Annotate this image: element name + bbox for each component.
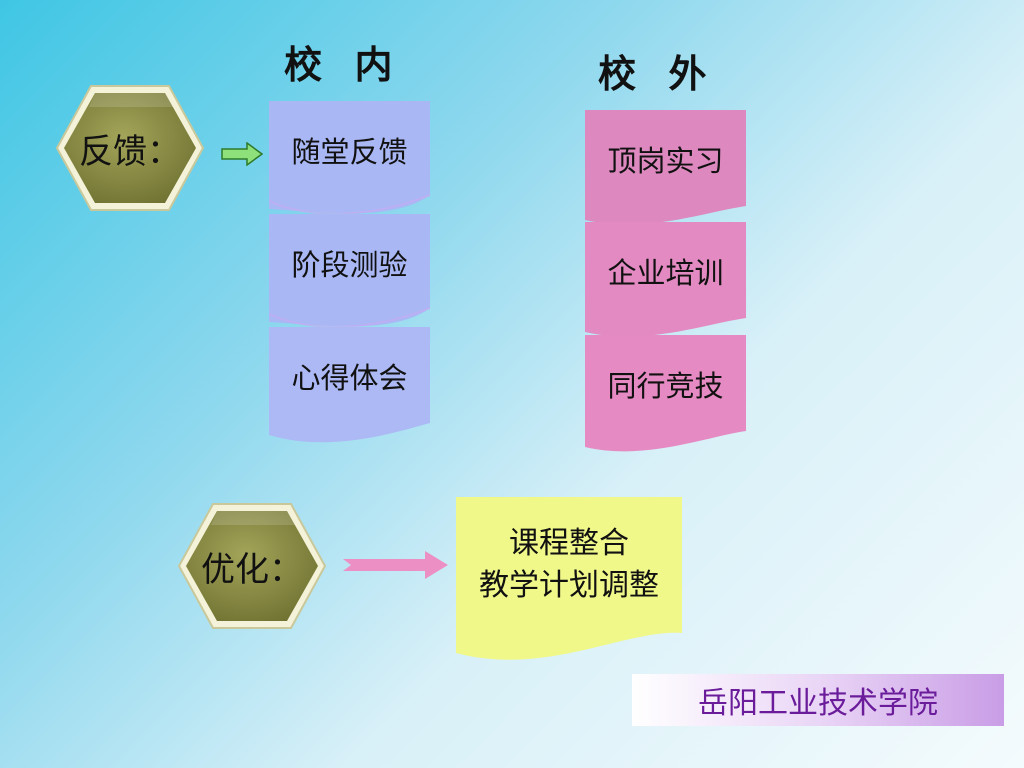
plan-line-1: 课程整合 xyxy=(509,526,629,561)
external-item-label: 企业培训 xyxy=(607,256,724,290)
heading-internal: 校 内 xyxy=(284,43,395,87)
external-item-label: 顶岗实习 xyxy=(607,144,724,178)
internal-item-label: 阶段测验 xyxy=(291,248,408,282)
heading-external: 校 外 xyxy=(598,52,709,96)
internal-item-label: 随堂反馈 xyxy=(291,135,408,169)
feedback-hexagon: 反馈： xyxy=(55,84,205,212)
optimize-label: 优化： xyxy=(201,549,303,590)
internal-item-label: 心得体会 xyxy=(291,361,408,395)
plan-card: 课程整合 教学计划调整 xyxy=(456,497,682,663)
right-arrow-icon xyxy=(221,141,264,167)
external-card: 企业培训 xyxy=(585,222,746,336)
external-item-label: 同行竞技 xyxy=(607,369,724,403)
external-card: 同行竞技 xyxy=(585,335,746,452)
internal-card: 随堂反馈 xyxy=(269,101,430,215)
right-arrow-icon xyxy=(343,551,449,579)
internal-card: 阶段测验 xyxy=(269,214,430,328)
plan-line-2: 教学计划调整 xyxy=(479,568,659,603)
feedback-label: 反馈： xyxy=(79,131,181,172)
footer-banner: 岳阳工业技术学院 xyxy=(632,674,1004,726)
external-card: 顶岗实习 xyxy=(585,110,746,224)
optimize-hexagon: 优化： xyxy=(177,502,327,630)
footer-text: 岳阳工业技术学院 xyxy=(698,686,938,721)
internal-card: 心得体会 xyxy=(269,327,430,443)
